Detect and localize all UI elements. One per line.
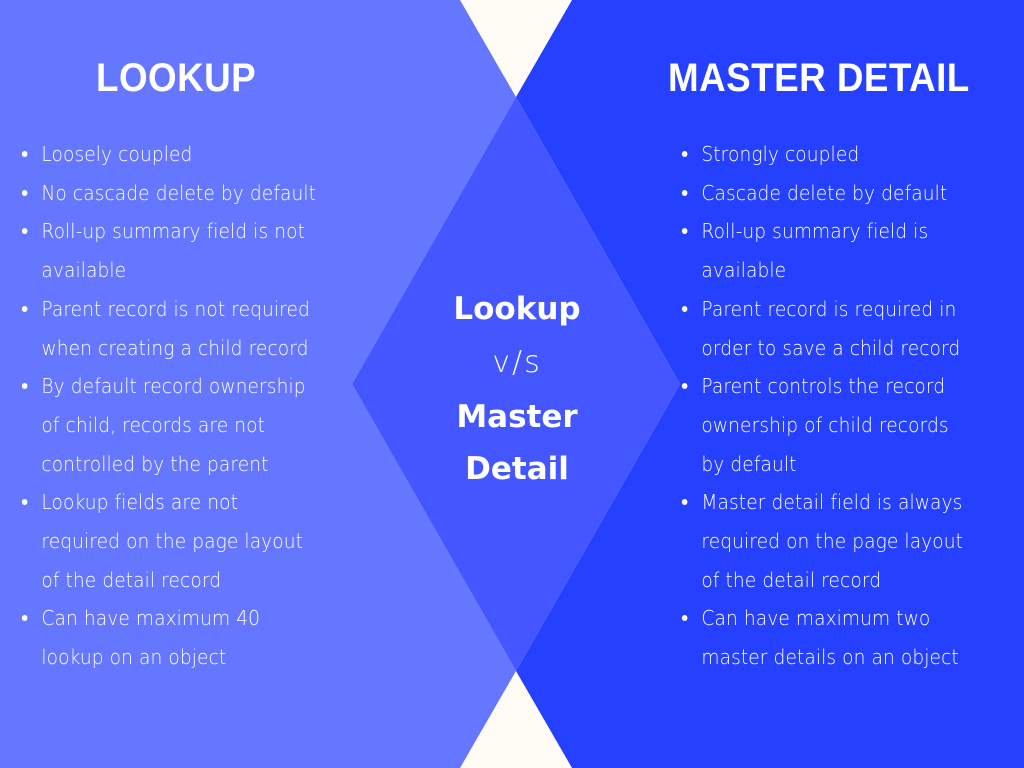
bullet-icon [21, 189, 28, 196]
list-item: Lookup fields are not required on the pa… [20, 483, 336, 599]
bullet-icon [681, 305, 688, 312]
list-item: Parent record is required in order to sa… [680, 290, 996, 367]
list-item: Roll-up summary field is not available [20, 212, 336, 289]
left-panel-shape [0, 0, 516, 768]
master-detail-feature-list: Strongly coupled Cascade delete by defau… [680, 135, 1020, 677]
lookup-feature-list: Loosely coupled No cascade delete by def… [20, 135, 360, 677]
list-item: No cascade delete by default [20, 174, 336, 213]
list-item: Strongly coupled [680, 135, 996, 174]
list-item: Can have maximum two master details on a… [680, 599, 996, 676]
bullet-icon [681, 189, 688, 196]
bullet-icon [21, 499, 28, 506]
bullet-icon [681, 228, 688, 235]
bullet-icon [21, 615, 28, 622]
bullet-icon [21, 228, 28, 235]
right-panel-shape [516, 0, 1024, 768]
bullet-icon [681, 499, 688, 506]
list-item: Can have maximum 40 lookup on an object [20, 599, 336, 676]
center-title-detail: Detail [465, 451, 569, 487]
center-title-vs: v/s [492, 345, 542, 380]
list-item: Loosely coupled [20, 135, 336, 174]
center-diamond-shape [352, 97, 680, 671]
center-title-master: Master [456, 399, 578, 435]
bullet-icon [681, 383, 688, 390]
list-item: Parent record is not required when creat… [20, 290, 336, 367]
list-item: By default record ownership of child, re… [20, 367, 336, 483]
list-item: Cascade delete by default [680, 174, 996, 213]
bullet-icon [21, 383, 28, 390]
list-item: Master detail field is always required o… [680, 483, 996, 599]
center-title: Lookup v/s Master Detail [412, 283, 622, 495]
bullet-icon [681, 615, 688, 622]
bullet-icon [681, 151, 688, 157]
list-item: Roll-up summary field is available [680, 212, 996, 289]
bullet-icon [21, 151, 28, 157]
list-item: Parent controls the record ownership of … [680, 367, 996, 483]
lookup-heading: LOOKUP [96, 56, 257, 100]
bullet-icon [21, 305, 28, 312]
center-title-lookup: Lookup [453, 291, 581, 327]
master-detail-heading: MASTER DETAIL [668, 56, 970, 100]
